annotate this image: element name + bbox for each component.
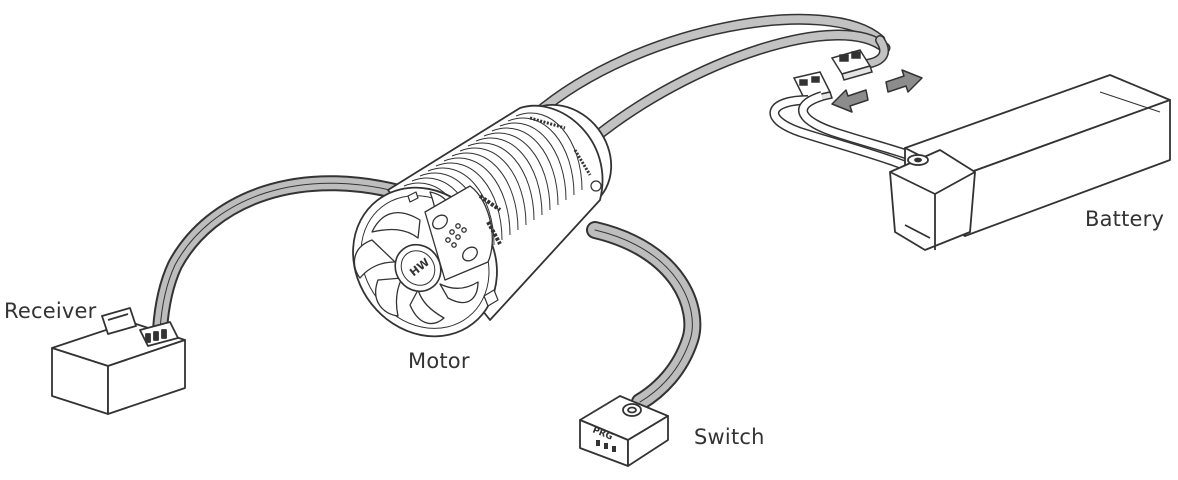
power-button-icon: [462, 246, 478, 262]
receiver-unit: [51, 307, 186, 415]
label-receiver: Receiver: [4, 299, 97, 323]
arrow-right-up-icon: [831, 89, 869, 113]
switch-lead: [586, 221, 702, 411]
arrow-left-down-icon: [885, 69, 923, 93]
motor-fins: [403, 112, 583, 261]
receiver-lead: [152, 175, 428, 338]
label-switch: Switch: [694, 425, 765, 449]
set-button-icon: [432, 214, 448, 230]
switch-unit: PRG: [579, 395, 669, 467]
connection-arrows: [831, 69, 923, 113]
power-wires: [529, 13, 891, 146]
esc-connector: [830, 49, 873, 81]
label-motor: Motor: [408, 349, 470, 373]
motor-unit: HW: [352, 103, 613, 338]
label-battery: Battery: [1085, 207, 1165, 231]
battery-pack: [769, 74, 1171, 251]
esc-panel: [424, 185, 493, 281]
